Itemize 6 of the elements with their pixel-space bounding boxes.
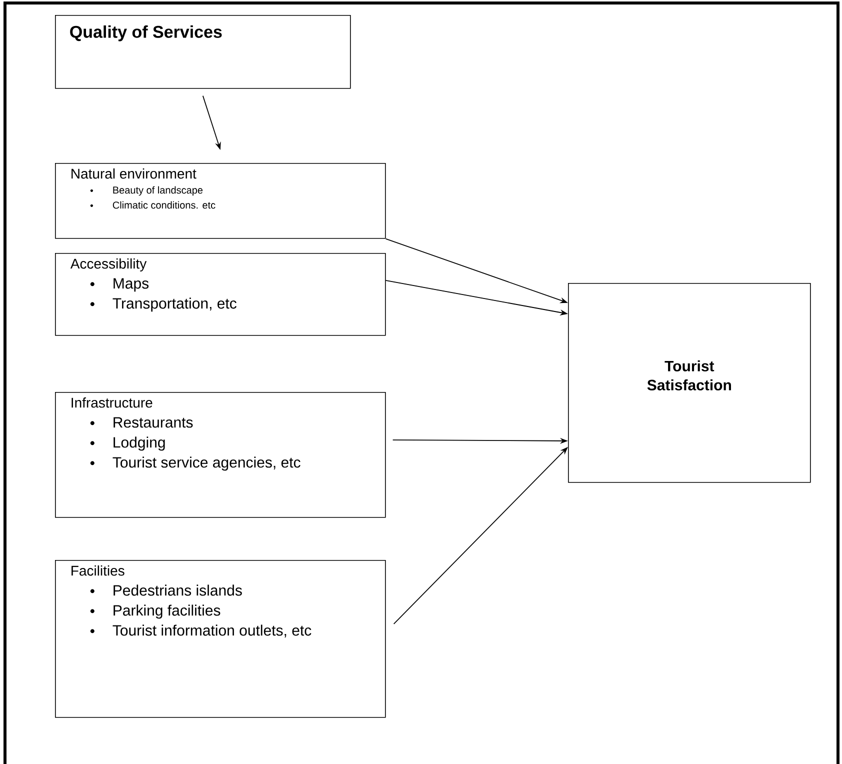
heading-box: Quality of Services — [55, 15, 351, 89]
factor-box: Accessibility Maps Transportation, etc — [55, 253, 386, 336]
outcome-box: Tourist Satisfaction — [568, 283, 811, 483]
factor-box: Infrastructure Restaurants Lodging Tourist service agencies, etc — [55, 392, 386, 518]
factor-box: Natural environment Beauty of landscape Climatic conditions. etc — [55, 163, 386, 239]
factor-box: Facilities Pedestrians islands Parking facilities Tourist information outlets, etc — [55, 560, 386, 718]
